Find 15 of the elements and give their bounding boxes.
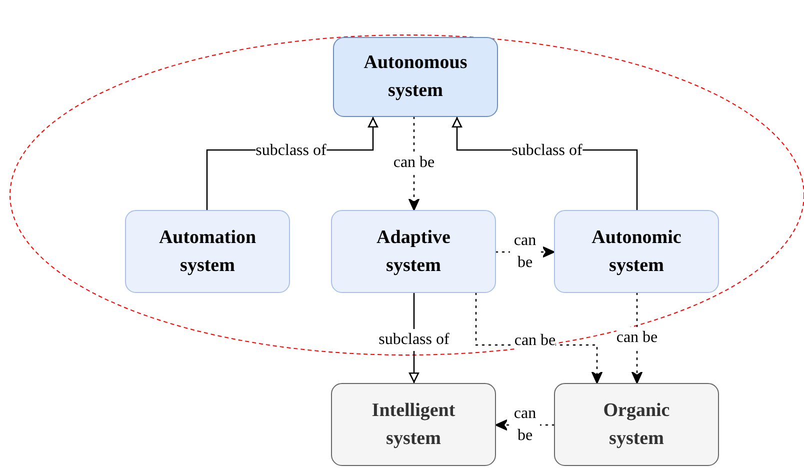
node-label: Adaptive system <box>376 226 452 278</box>
process-box <box>331 383 496 466</box>
process-box <box>125 210 290 293</box>
node-label: Intelligent system <box>370 398 456 450</box>
edge-label: can be <box>616 327 658 349</box>
process-box <box>554 383 719 466</box>
node-label: Organic system <box>602 398 671 450</box>
node-label: Autonomous system <box>362 51 468 103</box>
edge-label: can be <box>393 152 435 174</box>
process-box <box>554 210 719 293</box>
node-label: Automation system <box>158 226 258 278</box>
edge-label: subclass of <box>378 329 450 351</box>
process-box <box>331 210 496 293</box>
node-label: Autonomic system <box>590 226 682 278</box>
process-box <box>333 37 498 117</box>
